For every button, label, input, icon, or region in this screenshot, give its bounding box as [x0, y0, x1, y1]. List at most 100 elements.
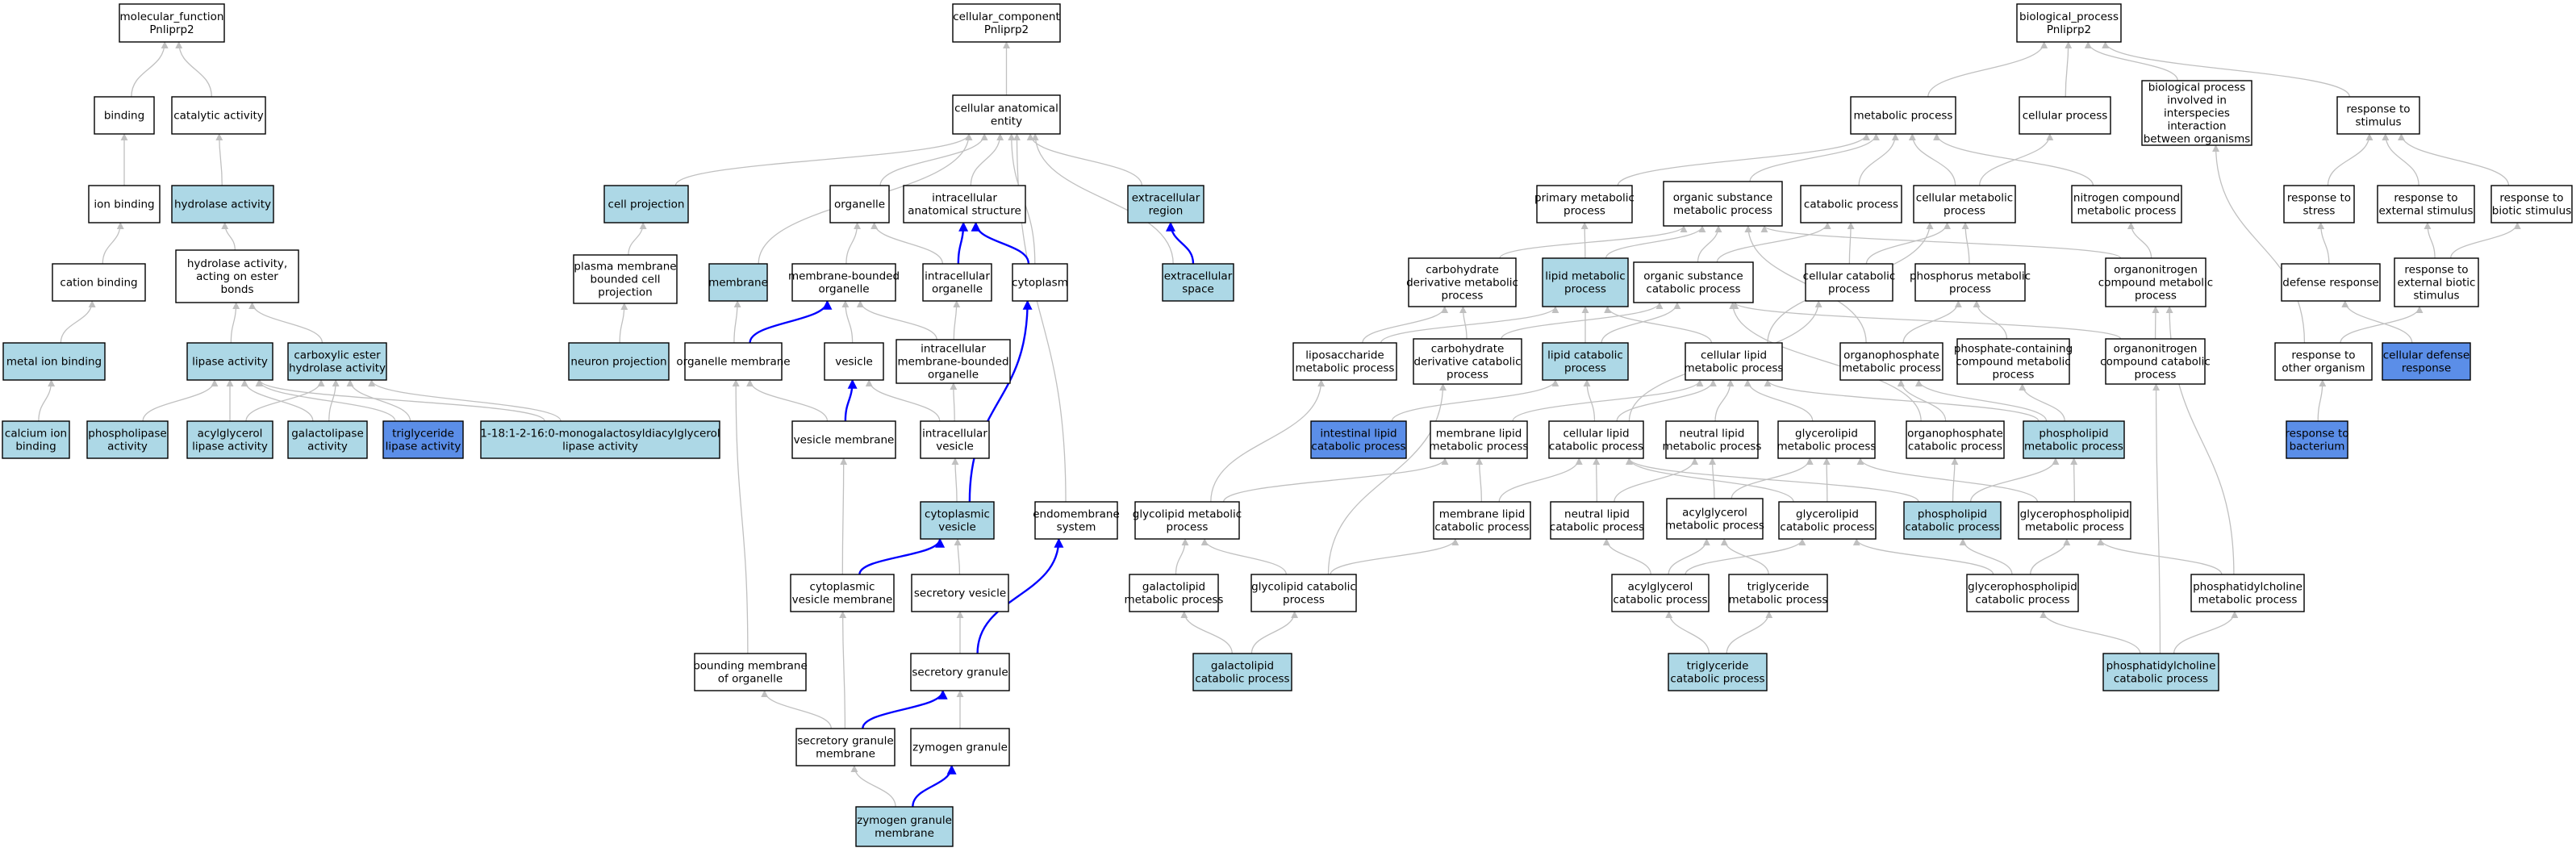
node-cellproj[interactable]: cell projection [603, 185, 689, 223]
node-cytoplasm[interactable]: cytoplasm [1012, 263, 1068, 302]
node-secgran[interactable]: secretory granule [910, 653, 1010, 691]
node-organelle[interactable]: organelle [829, 185, 890, 223]
node-cation[interactable]: cation binding [52, 263, 146, 302]
node-label: metabolic process [1842, 361, 1941, 374]
node-membrane[interactable]: membrane [708, 263, 768, 302]
node-metabolic[interactable]: metabolic process [1850, 96, 1956, 135]
node-vesmem[interactable]: vesicle membrane [791, 420, 896, 459]
node-hydrolase[interactable]: hydrolase activity [171, 185, 274, 223]
node-neuronproj[interactable]: neuron projection [568, 342, 670, 381]
node-mgdg[interactable]: 1-18:1-2-16:0-monogalactosyldiacylglycer… [480, 420, 720, 459]
node-vesicle[interactable]: vesicle [824, 342, 884, 381]
node-catalytic[interactable]: catalytic activity [171, 96, 266, 135]
node-ionbind[interactable]: ion binding [88, 185, 161, 223]
node-zymogran[interactable]: zymogen granule [910, 728, 1010, 766]
node-lipase[interactable]: lipase activity [186, 342, 273, 381]
node-secvesicle[interactable]: secretory vesicle [911, 574, 1009, 612]
node-binding[interactable]: binding [94, 96, 155, 135]
node-box [2105, 257, 2207, 307]
node-metalion[interactable]: metal ion binding [2, 342, 106, 381]
node-orgmem[interactable]: organelle membrane [676, 342, 791, 381]
node-catabolic[interactable]: catabolic process [1800, 185, 1902, 223]
node-defense[interactable]: defense response [2281, 263, 2381, 302]
node-cellproc[interactable]: cellular process [2019, 96, 2111, 135]
edge-secgran-to-endomem [976, 537, 1064, 654]
